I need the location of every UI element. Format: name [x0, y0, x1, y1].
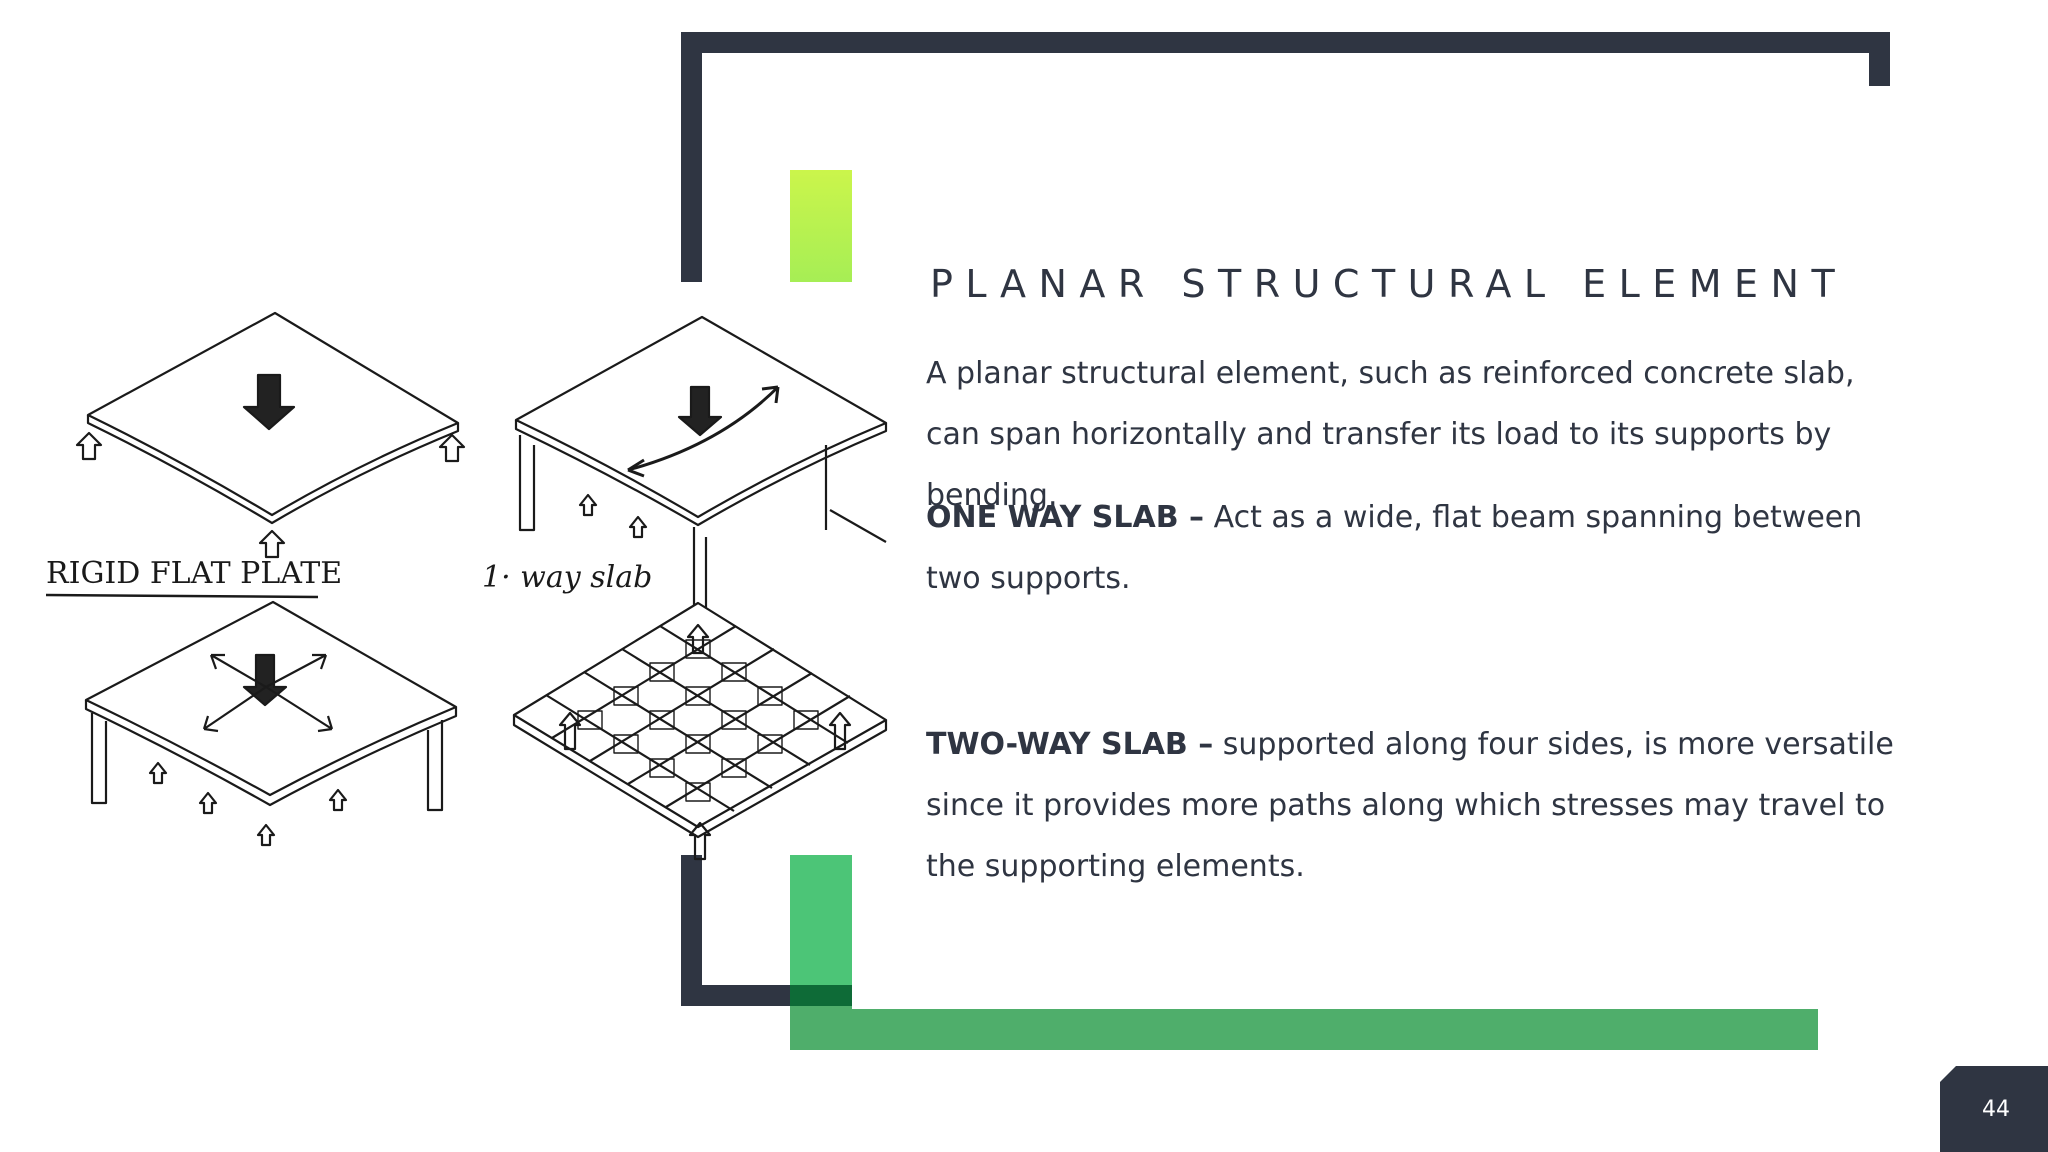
intro-paragraph: A planar structural element, such as rei…	[926, 356, 1855, 513]
one-way-slab-label: ONE WAY SLAB –	[926, 500, 1205, 535]
two-way-slab-label: TWO-WAY SLAB –	[926, 727, 1214, 762]
frame-top-bar	[681, 32, 1890, 53]
two-way-slab-text: supported along four sides, is more vers…	[926, 727, 1894, 884]
figure-label-left: RIGID FLAT PLATE	[46, 556, 342, 591]
rigid-flat-plate-label: RIGID FLAT PLATE	[45, 556, 342, 599]
rigid-flat-plate-top	[75, 311, 466, 559]
one-way-slab-paragraph: ONE WAY SLAB – Act as a wide, flat beam …	[926, 487, 1916, 609]
one-way-slab-text: Act as a wide, flat beam spanning betwee…	[926, 500, 1863, 596]
frame-left-bottom-bar	[681, 855, 702, 1006]
one-way-slab-sketch	[514, 315, 888, 629]
green-accent-join	[790, 1006, 852, 1009]
frame-bottom-bar	[681, 985, 791, 1006]
figure-label-right: 1· way slab	[482, 560, 652, 595]
two-way-slab-grid-sketch	[512, 601, 888, 861]
green-accent-vertical	[790, 855, 852, 985]
slide-title: PLANAR STRUCTURAL ELEMENT	[930, 262, 1848, 306]
frame-right-bar	[1869, 32, 1890, 86]
green-accent-horizontal	[790, 1009, 1818, 1050]
flat-plate-with-columns	[84, 600, 458, 847]
lime-accent-block	[790, 170, 852, 282]
frame-left-top-bar	[681, 32, 702, 282]
dark-green-accent	[790, 985, 852, 1006]
two-way-slab-paragraph: TWO-WAY SLAB – supported along four side…	[926, 714, 1916, 897]
page-number-tab: 44	[1940, 1066, 2048, 1152]
slab-sketch-figure: RIGID FLAT PLATE 1· way slab	[45, 311, 888, 861]
page-number: 44	[1982, 1096, 2010, 1122]
